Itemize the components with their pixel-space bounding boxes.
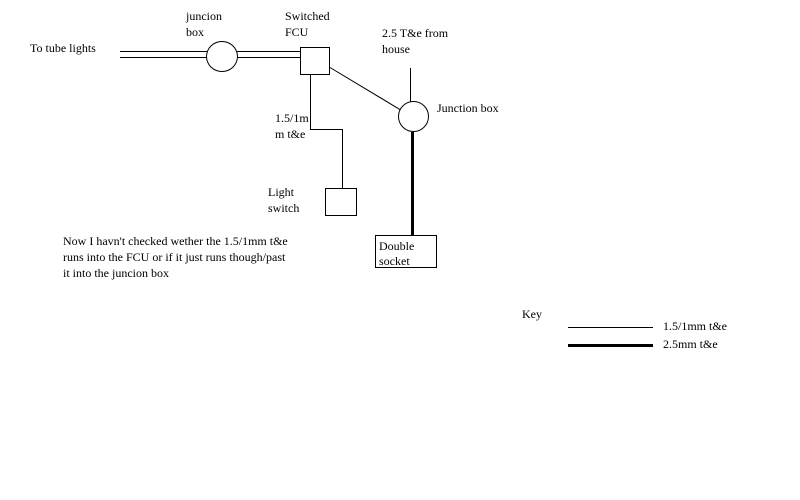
double-socket-label: Double socket [379, 239, 415, 268]
fcu-drop-line [310, 75, 311, 129]
key-title: Key [522, 307, 542, 321]
tube-lights-cable-line-bottom [120, 57, 207, 58]
tube-lights-cable-line-top [120, 51, 207, 52]
switch-branch-line [310, 129, 343, 130]
switched-fcu-box [300, 47, 330, 75]
juncion-box-label: juncion box [186, 9, 222, 39]
key-item-thin-label: 1.5/1mm t&e [663, 319, 727, 333]
switched-fcu-label: Switched FCU [285, 9, 330, 39]
switch-drop-line [342, 129, 343, 188]
light-switch-box [325, 188, 357, 216]
juncion-box-circle [206, 41, 238, 72]
key-thick-line-sample [568, 344, 653, 347]
fcu-to-junction-cable-line [329, 67, 403, 112]
key-thin-line-sample [568, 327, 653, 328]
te-from-house-label: 2.5 T&e from house [382, 26, 449, 56]
key-item-thick-label: 2.5mm t&e [663, 337, 718, 351]
light-switch-label: Light switch [268, 185, 300, 215]
note-text: Now I havn't checked wether the 1.5/1mm … [63, 234, 288, 280]
mid-cable-line-bottom [237, 57, 300, 58]
cable-1p5-label: 1.5/1m m t&e [275, 111, 309, 141]
junction-box-label: Junction box [437, 101, 499, 115]
double-socket-box: Double socket [375, 235, 437, 268]
house-feed-line [410, 68, 411, 102]
to-tube-lights-label: To tube lights [30, 41, 96, 55]
junction-box-circle [398, 101, 429, 132]
mid-cable-line-top [237, 51, 300, 52]
socket-feed-line-thick [411, 132, 414, 235]
